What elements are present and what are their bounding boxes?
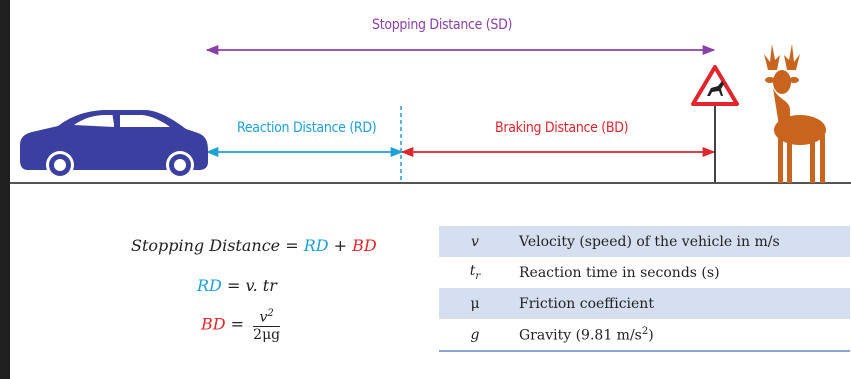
stopping-distance-formula: Stopping Distance = RD + BD <box>131 236 377 255</box>
gravity-text: Gravity (9.81 m/s <box>519 327 642 344</box>
variable-symbol: tr <box>439 257 511 288</box>
variable-description: Gravity (9.81 m/s2) <box>511 319 850 352</box>
deer-icon <box>764 44 826 183</box>
variable-symbol: μ <box>439 288 511 319</box>
variable-description: Reaction time in seconds (s) <box>519 264 720 281</box>
sd-bd-term: BD <box>352 236 377 255</box>
table-row: g Gravity (9.81 m/s2) <box>439 319 850 352</box>
bd-equals: = <box>225 314 250 334</box>
variable-symbol: g <box>439 319 511 352</box>
variable-description: Velocity (speed) of the vehicle in m/s <box>511 226 850 257</box>
table-row: v Velocity (speed) of the vehicle in m/s <box>439 226 850 257</box>
sd-equals: = <box>280 236 304 255</box>
table-row: tr Reaction time in seconds (s) <box>439 257 850 288</box>
variables-table: v Velocity (speed) of the vehicle in m/s… <box>439 226 850 352</box>
bd-denominator: 2μg <box>253 326 281 343</box>
car-icon <box>20 110 208 179</box>
gravity-text-end: ) <box>648 327 654 344</box>
bd-num-v: v <box>259 309 268 326</box>
variable-description: Friction coefficient <box>511 288 850 319</box>
variable-symbol-subscript: r <box>475 270 481 282</box>
stopping-distance-label: Stopping Distance (SD) <box>372 17 513 33</box>
braking-distance-label: Braking Distance (BD) <box>495 120 629 136</box>
variable-symbol: v <box>439 226 511 257</box>
deer-warning-sign-icon <box>691 65 739 183</box>
gravity-exponent: 2 <box>641 325 649 337</box>
sd-plus: + <box>328 236 353 255</box>
rd-lhs: RD <box>197 276 222 295</box>
reaction-distance-label: Reaction Distance (RD) <box>237 120 377 136</box>
bd-lhs: BD <box>201 314 226 334</box>
sd-lhs: Stopping Distance <box>131 236 281 255</box>
table-row: μ Friction coefficient <box>439 288 850 319</box>
diagram-slide: Stopping Distance (SD) Reaction Distance… <box>10 0 851 379</box>
bd-num-exponent: 2 <box>267 308 274 319</box>
distance-diagram <box>10 44 851 184</box>
sd-rd-term: RD <box>303 236 329 255</box>
bd-numerator: v2 <box>253 306 281 327</box>
rd-rhs: = v. tr <box>221 276 277 295</box>
variable-symbol-base: t <box>469 263 476 280</box>
reaction-distance-formula: RD = v. tr <box>197 276 277 295</box>
